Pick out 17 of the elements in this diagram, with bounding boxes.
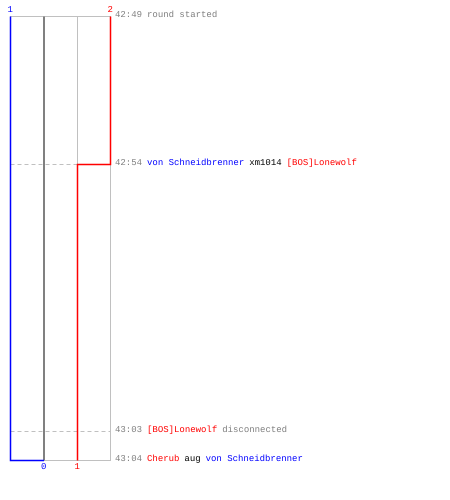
- weapon-name: xm1014: [249, 159, 282, 168]
- value-label: 1: [8, 6, 13, 14]
- event-text: disconnected: [222, 426, 288, 435]
- value-label: 2: [108, 6, 113, 14]
- player-name: von Schneidbrenner: [206, 455, 303, 464]
- time-label: 42:54: [115, 159, 142, 168]
- time-label: 43:04: [115, 455, 142, 464]
- time-label: 42:49: [115, 11, 142, 20]
- player-name: [BOS]Lonewolf: [286, 159, 357, 168]
- player-name: Cherub: [147, 455, 180, 464]
- value-label: 0: [41, 462, 46, 472]
- weapon-name: aug: [184, 455, 201, 464]
- value-label: 1: [74, 462, 80, 472]
- event-text: round started: [147, 11, 218, 20]
- player-name: von Schneidbrenner: [147, 159, 244, 168]
- time-label: 43:03: [115, 426, 142, 435]
- player-name: [BOS]Lonewolf: [147, 426, 218, 435]
